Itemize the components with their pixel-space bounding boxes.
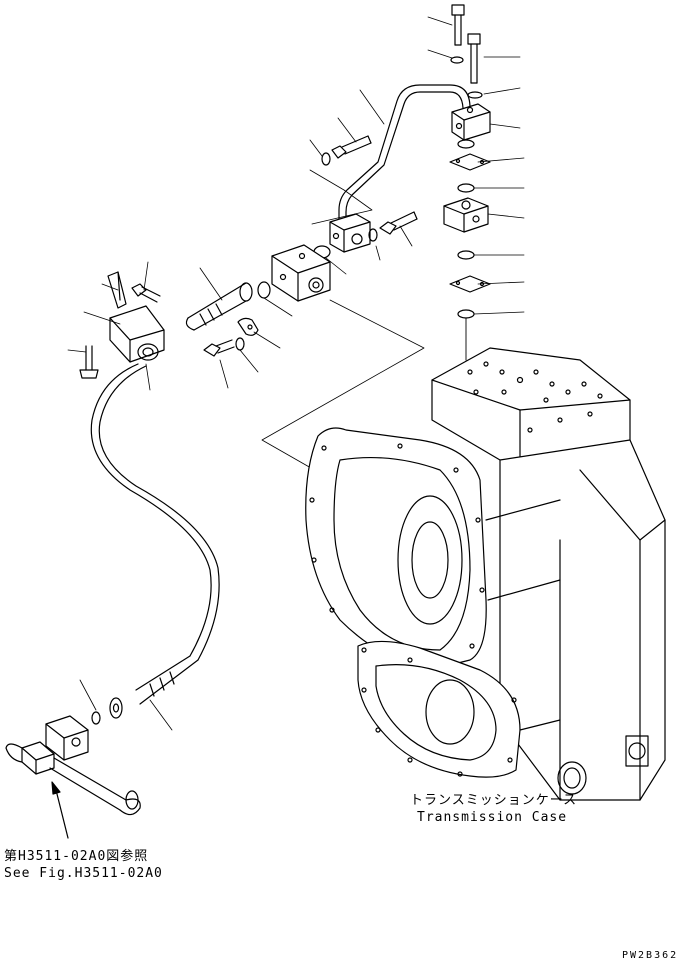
lower-pipe-assembly	[5, 715, 141, 816]
clip	[237, 317, 259, 336]
oring-r2	[457, 183, 475, 193]
bolt-bracket	[131, 283, 161, 303]
oring-r3	[457, 250, 475, 260]
drawing-code: PW2B362	[622, 950, 679, 961]
hose-fitting-lower	[109, 655, 199, 719]
gasket-r1	[449, 153, 491, 171]
hose-clamp-housing	[109, 305, 165, 363]
figure-reference-en: See Fig.H3511-02A0	[4, 866, 163, 881]
flexible-hose	[90, 363, 220, 661]
bolt-short	[467, 33, 481, 84]
tube-flange-top	[451, 103, 491, 141]
transmission-case	[305, 347, 666, 801]
bolt-clip	[203, 339, 235, 357]
washer-flange	[368, 228, 378, 242]
tube-pipe	[338, 84, 471, 229]
washer-clip	[235, 337, 245, 351]
adapter-block	[271, 244, 331, 302]
hose-fitting-upper	[185, 282, 253, 331]
transmission-case-label-jp: トランスミッションケース	[410, 793, 578, 808]
leader-lines	[67, 16, 525, 731]
figure-reference-jp: 第H3511-02A0図参照	[4, 849, 149, 864]
washer-2	[467, 91, 483, 99]
washer-mid-left	[321, 152, 331, 166]
bolt-long	[451, 4, 465, 46]
bolt-mid-left	[331, 135, 372, 159]
oring-adapter	[257, 281, 271, 299]
oring-r4	[457, 309, 475, 319]
reference-arrow	[51, 781, 69, 839]
washer-top	[450, 56, 464, 64]
reference-lines	[261, 169, 425, 473]
bolt-vertical	[79, 345, 99, 379]
transmission-case-label-en: Transmission Case	[417, 810, 568, 825]
oring-lower	[91, 711, 101, 725]
valve-block	[443, 197, 489, 233]
tube-flange-bottom	[329, 213, 371, 253]
bracket	[107, 271, 127, 309]
bolt-flange	[379, 211, 418, 235]
oring-r1	[457, 139, 475, 149]
